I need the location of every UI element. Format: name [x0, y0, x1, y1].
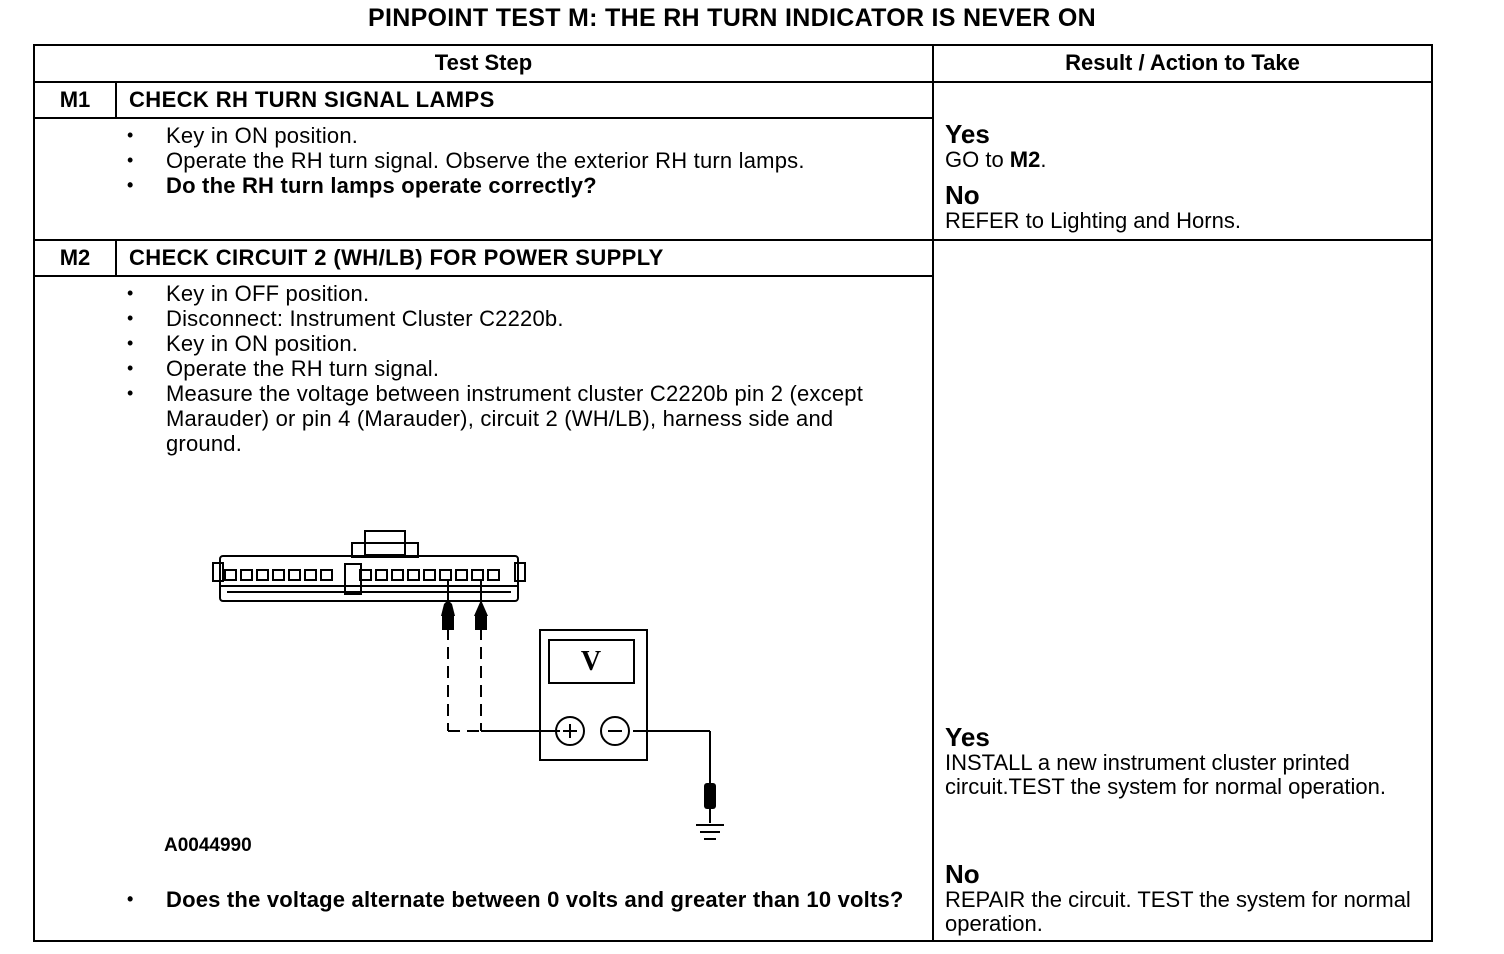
header-rule	[33, 81, 1433, 83]
m1-yes-prefix: GO to	[945, 147, 1010, 172]
step-title-m1: CHECK RH TURN SIGNAL LAMPS	[129, 87, 495, 112]
m2-result-yes: Yes INSTALL a new instrument cluster pri…	[945, 724, 1425, 799]
m1-result: Yes GO to M2. No REFER to Lighting and H…	[945, 121, 1425, 233]
m2-no-label: No	[945, 859, 980, 889]
list-item: Operate the RH turn signal. Observe the …	[117, 148, 927, 173]
header-result: Result / Action to Take	[1065, 50, 1300, 75]
m2-question: Does the voltage alternate between 0 vol…	[117, 887, 917, 912]
m1-id-divider	[115, 81, 117, 118]
connector-measurement-diagram: V	[212, 530, 724, 840]
m2-title-rule	[33, 275, 933, 277]
m1-step-list: Key in ON position. Operate the RH turn …	[117, 123, 927, 198]
header-test-step: Test Step	[434, 50, 533, 75]
list-item: Operate the RH turn signal.	[117, 356, 887, 381]
pinpoint-test-table	[33, 44, 1433, 942]
step-id-m2: M2	[59, 245, 91, 270]
m2-result-no: No REPAIR the circuit. TEST the system f…	[945, 861, 1425, 936]
step-title-m2: CHECK CIRCUIT 2 (WH/LB) FOR POWER SUPPLY	[129, 245, 664, 270]
m2-id-divider	[115, 239, 117, 276]
voltmeter-icon	[539, 629, 648, 761]
list-item: Key in ON position.	[117, 331, 887, 356]
m2-yes-label: Yes	[945, 722, 990, 752]
ground-symbol-icon	[696, 824, 724, 840]
m1-yes-suffix: .	[1040, 147, 1047, 172]
page-title: PINPOINT TEST M: THE RH TURN INDICATOR I…	[368, 4, 1096, 32]
m1-bottom-rule	[33, 239, 1433, 241]
m2-no-text: REPAIR the circuit. TEST the system for …	[945, 887, 1411, 936]
m1-yes-label: Yes	[945, 119, 990, 149]
list-item: Key in ON position.	[117, 123, 927, 148]
connector-icon	[212, 530, 526, 602]
m1-title-rule	[33, 117, 933, 119]
list-item: Disconnect: Instrument Cluster C2220b.	[117, 306, 887, 331]
m1-no-text: REFER to Lighting and Horns.	[945, 208, 1241, 233]
list-item: Key in OFF position.	[117, 281, 887, 306]
m2-step-list: Key in OFF position. Disconnect: Instrum…	[117, 281, 887, 456]
step-id-m1: M1	[59, 87, 91, 112]
list-item: Measure the voltage between instrument c…	[117, 381, 887, 456]
m1-yes-ref: M2	[1009, 147, 1041, 172]
column-divider	[932, 44, 934, 942]
m1-no-label: No	[945, 180, 980, 210]
figure-id: A0044990	[164, 835, 252, 856]
m1-question: Do the RH turn lamps operate correctly?	[117, 173, 927, 198]
meter-symbol: V	[581, 646, 601, 677]
m2-question-list: Does the voltage alternate between 0 vol…	[117, 887, 917, 912]
m2-yes-text: INSTALL a new instrument cluster printed…	[945, 750, 1386, 799]
